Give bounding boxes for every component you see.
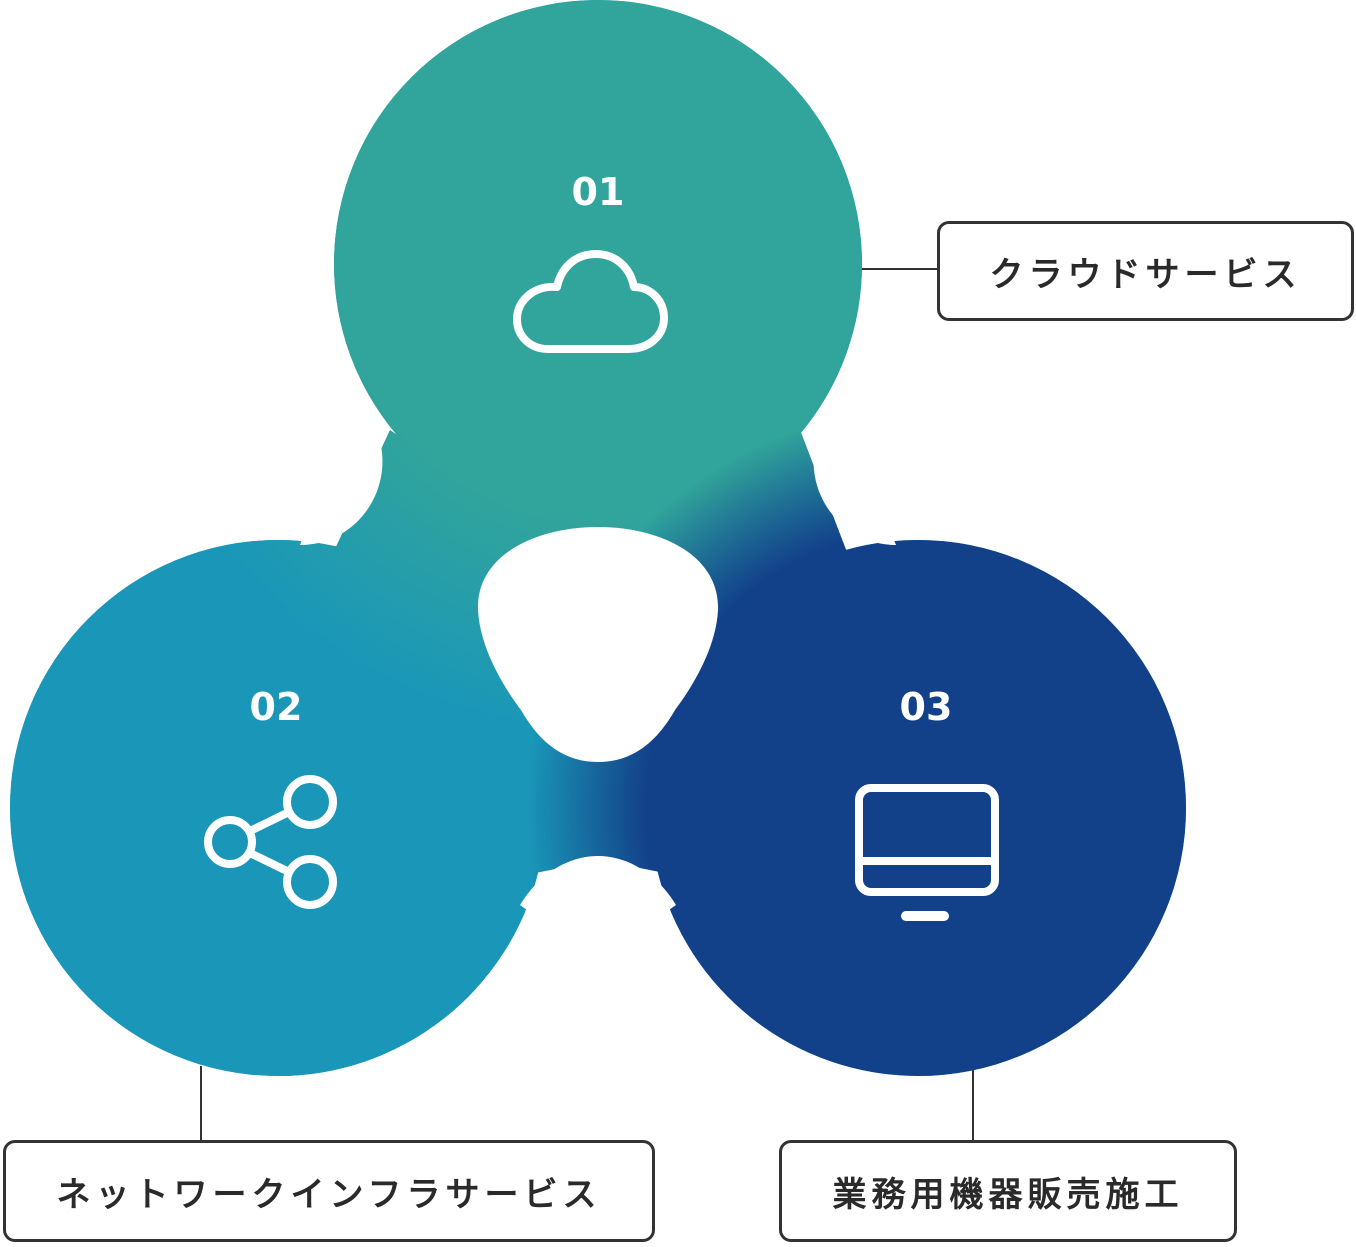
- cloud-icon: [513, 250, 668, 353]
- label-network-infra-service-text: ネットワークインフラサービス: [56, 1174, 602, 1215]
- monitor-icon: [855, 784, 999, 921]
- node-number-03: 03: [900, 685, 953, 729]
- node-number-02: 02: [250, 685, 303, 729]
- label-equipment-sales-text: 業務用機器販売施工: [832, 1174, 1184, 1215]
- notch-right: [813, 395, 896, 545]
- share-icon: [204, 775, 337, 909]
- label-cloud-service[interactable]: クラウドサービス: [937, 221, 1354, 321]
- label-cloud-service-text: クラウドサービス: [989, 254, 1302, 295]
- notch-left: [300, 395, 383, 545]
- notch-bottom: [520, 856, 676, 960]
- label-equipment-sales[interactable]: 業務用機器販売施工: [779, 1140, 1237, 1242]
- label-network-infra-service[interactable]: ネットワークインフラサービス: [3, 1140, 655, 1242]
- node-number-01: 01: [572, 170, 625, 214]
- center-hole: [477, 527, 719, 762]
